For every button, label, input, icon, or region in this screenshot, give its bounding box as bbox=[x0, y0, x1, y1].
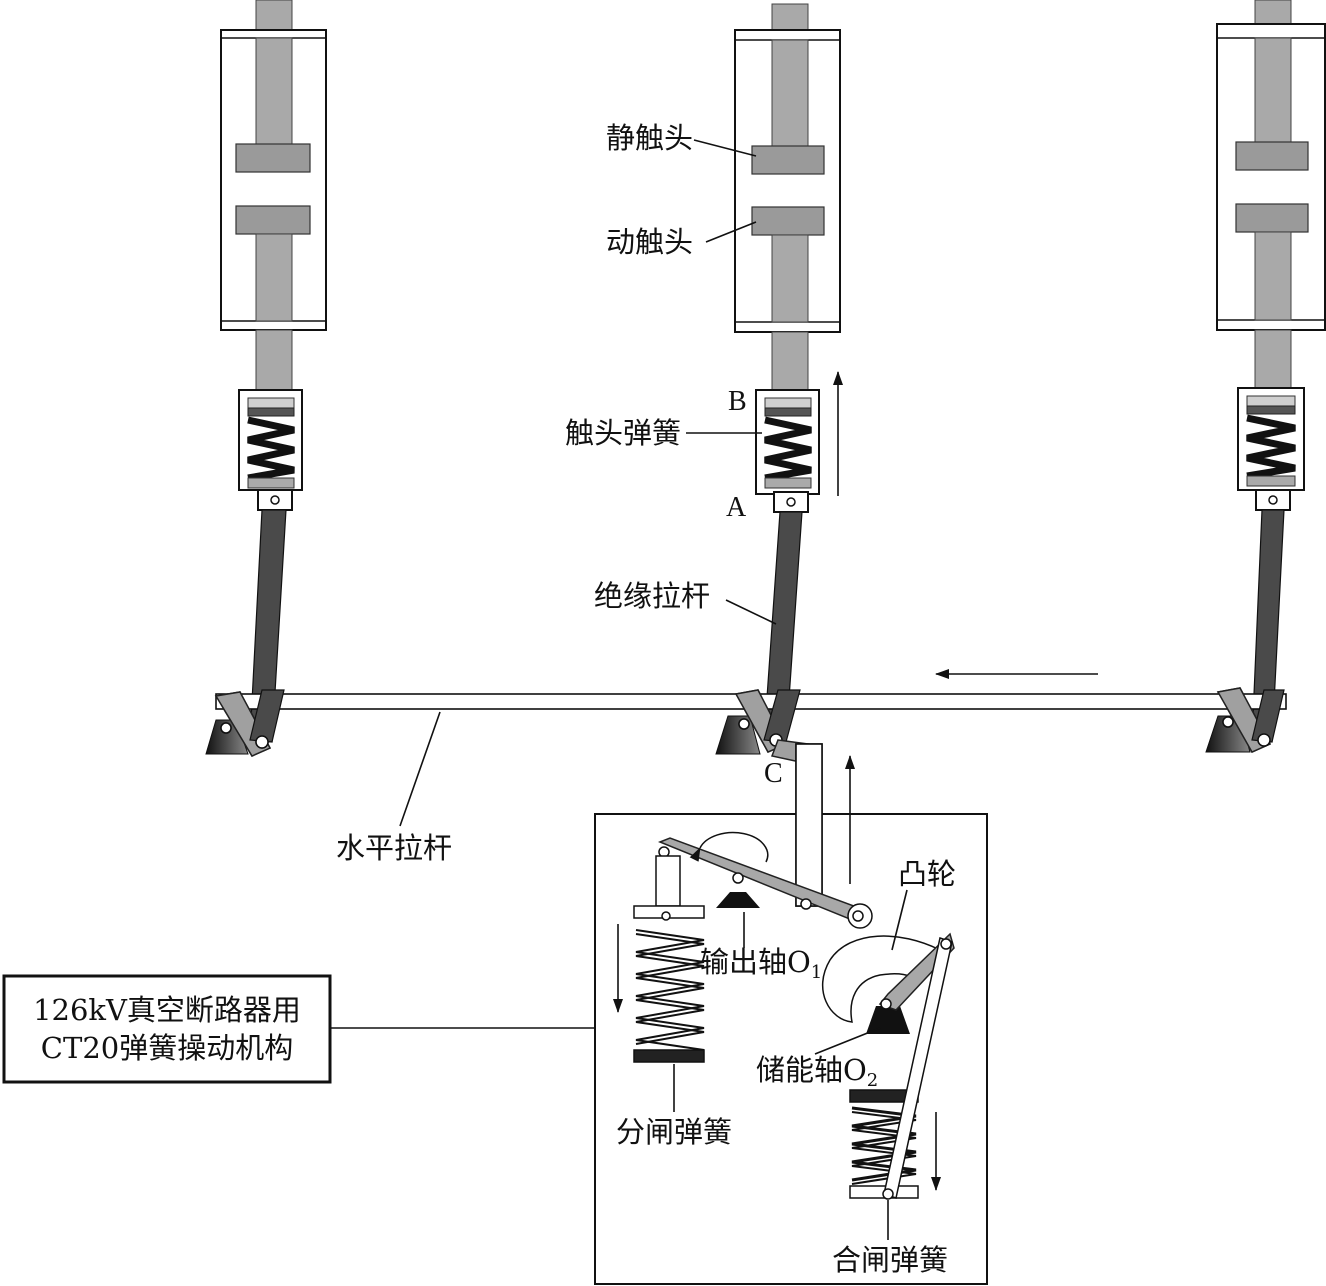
static-conductor-left bbox=[255, 37, 293, 145]
opening-spring-rod bbox=[655, 855, 681, 907]
contact-spring-coil-right bbox=[1246, 414, 1296, 480]
moving-conductor-left bbox=[255, 233, 293, 322]
label-point-c: C bbox=[764, 758, 783, 789]
label-horizontal-pull-rod: 水平拉杆 bbox=[336, 831, 452, 865]
pole-right bbox=[1205, 0, 1326, 753]
top-terminal-middle bbox=[771, 3, 809, 31]
label-point-b: B bbox=[728, 386, 747, 417]
label-energy-storage-shaft: 储能轴O2 bbox=[756, 1053, 878, 1091]
static-contact-middle bbox=[751, 145, 825, 175]
contact-spring-coil-middle bbox=[764, 416, 812, 482]
lower-rod-right bbox=[1254, 329, 1292, 389]
moving-contact-left bbox=[235, 205, 311, 235]
static-contact-left bbox=[235, 143, 311, 173]
label-moving-contact: 动触头 bbox=[606, 225, 693, 259]
mechanism-title-box bbox=[2, 974, 332, 1084]
moving-contact-middle bbox=[751, 206, 825, 236]
moving-conductor-middle bbox=[771, 234, 809, 323]
label-point-a: A bbox=[726, 492, 747, 523]
label-cam: 凸轮 bbox=[898, 857, 956, 891]
pole-middle bbox=[715, 3, 843, 755]
rotation-arrow bbox=[689, 831, 769, 863]
top-terminal-left bbox=[255, 0, 293, 31]
label-static-contact: 静触头 bbox=[606, 121, 693, 155]
lower-rod-left bbox=[255, 329, 293, 391]
static-conductor-right bbox=[1254, 37, 1292, 143]
label-contact-spring: 触头弹簧 bbox=[565, 416, 681, 450]
label-insulating-pull-rod: 绝缘拉杆 bbox=[594, 579, 710, 613]
static-contact-right bbox=[1235, 141, 1309, 171]
moving-conductor-right bbox=[1254, 231, 1292, 321]
static-conductor-middle bbox=[771, 39, 809, 147]
energy-storage-crank bbox=[878, 932, 955, 1011]
opening-spring-base bbox=[633, 1049, 705, 1063]
label-closing-spring: 合闸弹簧 bbox=[832, 1243, 948, 1277]
energy-storage-shaft-base bbox=[866, 1006, 910, 1034]
lower-rod-middle bbox=[771, 331, 809, 391]
output-shaft-base bbox=[716, 892, 760, 908]
mechanism-title-line1: 126kV真空断路器用 bbox=[33, 993, 301, 1027]
label-opening-spring: 分闸弹簧 bbox=[616, 1115, 732, 1149]
moving-contact-right bbox=[1235, 203, 1309, 233]
contact-spring-coil-left bbox=[247, 416, 295, 482]
pole-left bbox=[205, 0, 327, 757]
operating-mechanism-frame bbox=[594, 813, 988, 1285]
label-output-shaft: 输出轴O1 bbox=[700, 945, 822, 983]
cam bbox=[821, 935, 941, 1023]
top-terminal-right bbox=[1254, 0, 1292, 25]
mechanism-title-line2: CT20弹簧操动机构 bbox=[41, 1031, 293, 1065]
